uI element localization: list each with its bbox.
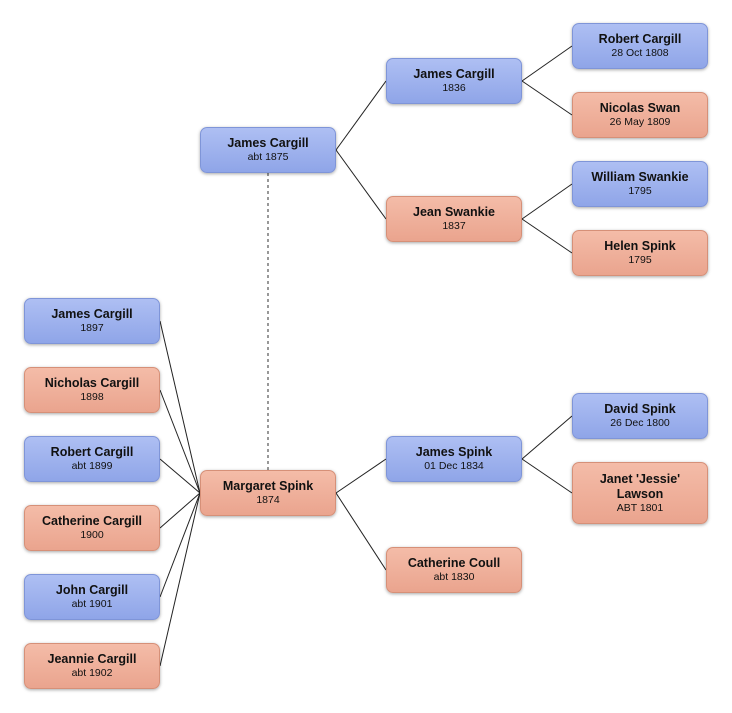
person-date: 26 Dec 1800	[610, 417, 670, 429]
person-name: Margaret Spink	[222, 479, 314, 493]
person-date: 28 Oct 1808	[611, 47, 669, 59]
person-name: Nicholas Cargill	[44, 376, 140, 390]
person-name: David Spink	[604, 402, 676, 416]
parent-line	[335, 492, 387, 571]
child-line	[159, 389, 201, 494]
parent-line	[521, 415, 573, 460]
person-date: 1874	[256, 494, 280, 506]
person-margaret-spink-1874[interactable]: Margaret Spink 1874	[200, 470, 336, 516]
parent-line	[521, 458, 573, 494]
person-jean-swankie-1837[interactable]: Jean Swankie 1837	[386, 196, 522, 242]
person-date: 1795	[628, 254, 652, 266]
person-date: 1837	[442, 220, 466, 232]
person-date: 26 May 1809	[609, 116, 671, 128]
person-name: Jean Swankie	[413, 205, 495, 219]
person-name: John Cargill	[55, 583, 129, 597]
person-james-cargill-1875[interactable]: James Cargill abt 1875	[200, 127, 336, 173]
person-name: Janet 'Jessie' Lawson	[599, 471, 681, 501]
person-date: abt 1899	[71, 460, 113, 472]
parent-line	[521, 218, 573, 254]
person-james-cargill-1836[interactable]: James Cargill 1836	[386, 58, 522, 104]
person-david-spink-1800[interactable]: David Spink 26 Dec 1800	[572, 393, 708, 439]
person-date: 1836	[442, 82, 466, 94]
person-date: abt 1901	[71, 598, 113, 610]
person-name: Helen Spink	[604, 239, 676, 253]
person-catherine-cargill-1900[interactable]: Catherine Cargill 1900	[24, 505, 160, 551]
person-name: Robert Cargill	[598, 32, 682, 46]
person-date: abt 1902	[71, 667, 113, 679]
person-date: 1898	[80, 391, 104, 403]
person-robert-cargill-1808[interactable]: Robert Cargill 28 Oct 1808	[572, 23, 708, 69]
person-date: 1897	[80, 322, 104, 334]
person-date: ABT 1801	[616, 501, 664, 514]
person-janet-jessie-lawson-1801[interactable]: Janet 'Jessie' Lawson ABT 1801	[572, 462, 708, 524]
person-name: James Cargill	[413, 67, 495, 81]
person-robert-cargill-1899[interactable]: Robert Cargill abt 1899	[24, 436, 160, 482]
person-james-spink-1834[interactable]: James Spink 01 Dec 1834	[386, 436, 522, 482]
person-william-swankie-1795[interactable]: William Swankie 1795	[572, 161, 708, 207]
parent-line	[335, 458, 387, 494]
person-name: Nicolas Swan	[599, 101, 681, 115]
person-name: Catherine Cargill	[41, 514, 143, 528]
child-line	[159, 320, 201, 494]
child-line	[159, 492, 201, 598]
child-line	[159, 458, 201, 494]
person-name: James Spink	[415, 445, 493, 459]
child-line	[159, 492, 201, 529]
child-line	[159, 492, 201, 667]
person-helen-spink-1795[interactable]: Helen Spink 1795	[572, 230, 708, 276]
person-name: William Swankie	[591, 170, 689, 184]
parent-line	[521, 45, 573, 82]
person-name: Jeannie Cargill	[47, 652, 137, 666]
person-catherine-coull-1830[interactable]: Catherine Coull abt 1830	[386, 547, 522, 593]
person-name: Catherine Coull	[407, 556, 501, 570]
parent-line	[335, 80, 387, 151]
person-name: James Cargill	[51, 307, 133, 321]
person-john-cargill-1901[interactable]: John Cargill abt 1901	[24, 574, 160, 620]
parent-line	[521, 80, 573, 116]
person-james-cargill-1897[interactable]: James Cargill 1897	[24, 298, 160, 344]
person-date: 1900	[80, 529, 104, 541]
parent-line	[521, 183, 573, 220]
person-jeannie-cargill-1902[interactable]: Jeannie Cargill abt 1902	[24, 643, 160, 689]
person-name: James Cargill	[227, 136, 309, 150]
person-date: 01 Dec 1834	[424, 460, 484, 472]
parent-line	[335, 149, 387, 220]
person-date: 1795	[628, 185, 652, 197]
person-date: abt 1830	[433, 571, 475, 583]
person-date: abt 1875	[247, 151, 289, 163]
person-nicholas-cargill-1898[interactable]: Nicholas Cargill 1898	[24, 367, 160, 413]
person-nicolas-swan-1809[interactable]: Nicolas Swan 26 May 1809	[572, 92, 708, 138]
person-name: Robert Cargill	[50, 445, 134, 459]
